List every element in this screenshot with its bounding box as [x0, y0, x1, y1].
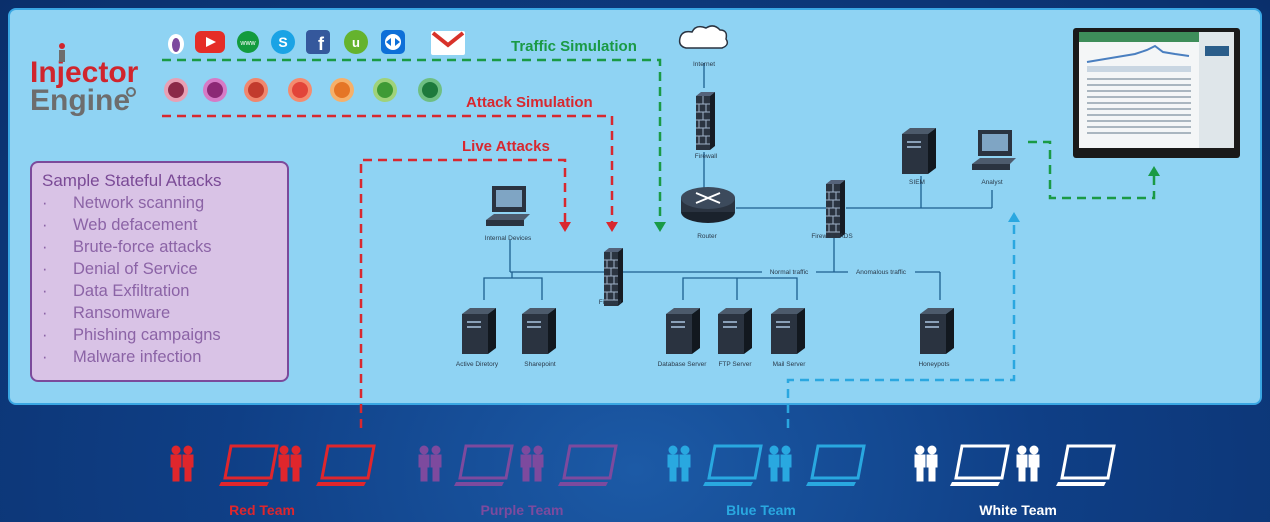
attack-icon-6	[373, 78, 397, 102]
analyst-label: Analyst	[981, 179, 1003, 186]
attack-item: Denial of Service	[42, 258, 277, 280]
attack-item: Phishing campaigns	[42, 324, 277, 346]
database-server	[666, 308, 700, 354]
arrowheads	[559, 166, 1160, 232]
attacks-box-title: Sample Stateful Attacks	[42, 171, 222, 190]
logo-line1: Injector	[30, 56, 139, 89]
traffic-simulation-label: Traffic Simulation	[511, 38, 637, 55]
live-attacks-line	[359, 158, 567, 428]
sharepoint-server	[522, 308, 556, 354]
www-icon: www	[237, 31, 259, 53]
attack-icons	[164, 78, 442, 102]
honeypots-server	[920, 308, 954, 354]
red-team-group	[170, 444, 376, 488]
logo-line2: Engine	[30, 84, 130, 117]
purple-team-group	[418, 444, 618, 488]
router-icon	[681, 187, 735, 223]
active-directory-label: Active Diretory	[456, 361, 499, 368]
attack-icon-3	[244, 78, 268, 102]
live-attacks-label: Live Attacks	[462, 138, 550, 155]
svg-text:f: f	[318, 34, 325, 54]
mail-server	[771, 308, 805, 354]
traffic-icons: www S f u	[168, 30, 465, 55]
purple-team-label: Purple Team	[480, 502, 564, 518]
svg-text:u: u	[352, 35, 360, 50]
attack-item: Brute-force attacks	[42, 236, 277, 258]
database-server-label: Database Server	[658, 361, 708, 368]
injector-engine-logo: Injector Engine	[30, 43, 139, 117]
attack-item: Network scanning	[42, 192, 277, 214]
router-label: Router	[697, 233, 717, 240]
sample-attacks-box: Sample Stateful Attacks Network scanning…	[30, 161, 289, 382]
siem-label: SIEM	[909, 179, 925, 186]
attack-item: Ransomware	[42, 302, 277, 324]
mail-server-label: Mail Server	[773, 361, 807, 368]
svg-text:S: S	[278, 34, 287, 50]
skype-icon: S	[271, 30, 295, 54]
youtube-icon	[195, 31, 225, 53]
analyst-pc	[972, 130, 1016, 170]
attack-icon-5	[330, 78, 354, 102]
attack-item: Data Exfiltration	[42, 280, 277, 302]
sharepoint-label: Sharepoint	[524, 361, 556, 368]
internet-label: Internet	[693, 61, 715, 68]
internal-devices-label: Internal Devices	[485, 235, 532, 242]
svg-text:www: www	[239, 40, 256, 47]
attack-simulation-label: Attack Simulation	[466, 94, 593, 111]
anomalous-traffic-label: Anomalous traffic	[856, 269, 907, 276]
attack-icon-1	[164, 78, 188, 102]
monitoring-screen	[1073, 28, 1240, 158]
facebook-icon: f	[306, 30, 330, 54]
blue-team-label: Blue Team	[726, 502, 796, 518]
firewall-mid	[603, 247, 624, 307]
dashboard-screenshot	[1079, 32, 1234, 148]
white-team-label: White Team	[979, 502, 1057, 518]
analyst-screen-line	[1028, 140, 1156, 200]
active-directory-server	[462, 308, 496, 354]
internet-cloud	[678, 25, 729, 49]
firewall-ads-label: Firewall +ADS	[811, 233, 853, 240]
internal-devices-pc	[486, 186, 530, 226]
firewall-top	[695, 91, 716, 151]
red-team-label: Red Team	[229, 502, 295, 518]
honeypots-label: Honeypots	[918, 361, 950, 368]
teamviewer-icon	[381, 30, 405, 54]
ftp-server	[718, 308, 752, 354]
attack-icon-7	[418, 78, 442, 102]
utorrent-icon: u	[344, 30, 368, 54]
gmail-icon	[431, 31, 465, 55]
siem-server	[902, 128, 936, 174]
attack-icon-4	[288, 78, 312, 102]
attack-item: Web defacement	[42, 214, 277, 236]
firewall-ads	[825, 179, 846, 239]
traffic-flow-line	[162, 58, 662, 225]
firewall-mid-label: Firewall	[599, 299, 622, 306]
firewall-top-label: Firewall	[695, 153, 718, 160]
ftp-server-label: FTP Server	[718, 361, 752, 368]
attack-item: Malware infection	[42, 346, 277, 368]
tor-icon	[168, 34, 184, 54]
blue-team-group	[667, 444, 866, 488]
white-team-group	[914, 444, 1116, 488]
normal-traffic-label: Normal traffic	[770, 269, 809, 276]
attack-flow-line	[162, 114, 614, 225]
attack-icon-2	[203, 78, 227, 102]
blue-team-line	[786, 222, 1016, 428]
